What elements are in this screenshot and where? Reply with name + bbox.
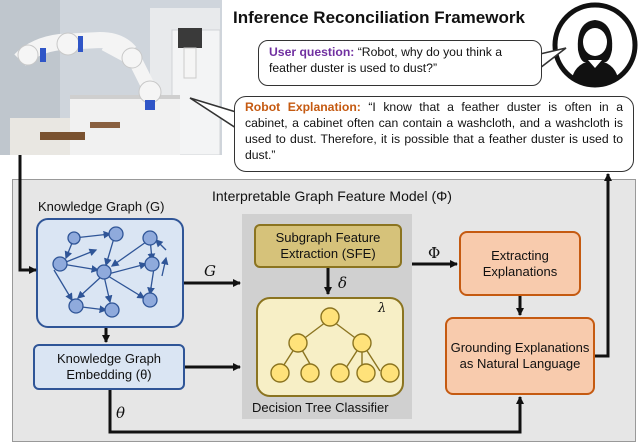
user-question-label: User question:: [269, 45, 355, 59]
lambda-symbol: λ: [378, 301, 387, 316]
decision-tree-box: [256, 297, 404, 397]
g-symbol: G: [204, 262, 216, 280]
extracting-explanations-box: Extracting Explanations: [459, 231, 581, 296]
delta-symbol: δ: [338, 274, 348, 292]
user-avatar-icon: [552, 2, 638, 88]
knowledge-graph-title: Knowledge Graph (G): [38, 199, 165, 214]
page-title: Inference Reconciliation Framework: [233, 8, 525, 27]
robot-explanation-label: Robot Explanation:: [245, 100, 361, 114]
kg-embedding-box: Knowledge Graph Embedding (θ): [33, 344, 185, 390]
knowledge-graph-icon: [52, 226, 169, 318]
model-title: Interpretable Graph Feature Model (Φ): [212, 188, 452, 204]
bubble-tails: [189, 47, 567, 129]
phi-symbol: Φ: [428, 244, 441, 262]
robot-explanation-text: “I know that a feather duster is often i…: [245, 100, 623, 162]
knowledge-graph-box: [36, 218, 184, 328]
grounding-explanations-box: Grounding Explanations as Natural Langua…: [445, 317, 595, 395]
sfe-box: Subgraph Feature Extraction (SFE): [254, 224, 402, 268]
robot-explanation-bubble: Robot Explanation: “I know that a feathe…: [234, 96, 634, 172]
theta-symbol: θ: [116, 404, 126, 422]
user-question-bubble: User question: “Robot, why do you think …: [258, 40, 542, 86]
decision-tree-label: Decision Tree Classifier: [252, 400, 389, 415]
robot-arm-photo: [0, 0, 222, 155]
decision-tree-icon: [270, 307, 400, 383]
user-question-text: “Robot, why do you think a feather duste…: [269, 45, 503, 75]
